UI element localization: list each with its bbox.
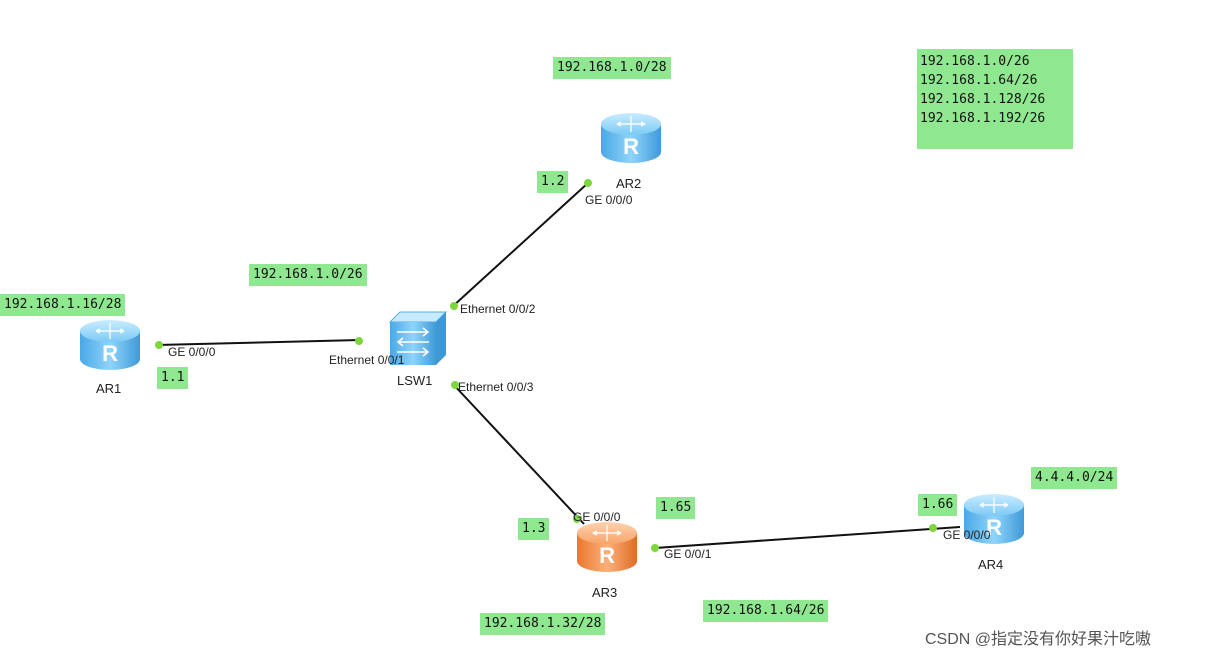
svg-text:R: R xyxy=(102,341,118,366)
note-ar3-ip-wan: 1.65 xyxy=(656,497,696,519)
router-icon: R xyxy=(601,113,661,163)
port-label-lsw1-e002: Ethernet 0/0/2 xyxy=(460,302,536,316)
port-dot-ar1-ge000 xyxy=(155,341,163,349)
port-label-ar4-ge000: GE 0/0/0 xyxy=(943,528,991,542)
note-ar1-ip: 1.1 xyxy=(157,367,189,389)
port-dot-lsw1-e002 xyxy=(450,302,458,310)
note-ar1-net: 192.168.1.16/28 xyxy=(0,294,126,316)
device-label-ar1: AR1 xyxy=(96,381,122,396)
link-ar3-ar4 xyxy=(654,526,961,549)
note-subnet-list: 192.168.1.0/26 192.168.1.64/26 192.168.1… xyxy=(917,49,1073,149)
note-ar2-ip: 1.2 xyxy=(537,171,569,193)
switch-lsw1[interactable] xyxy=(388,311,448,365)
port-dot-ar3-ge001 xyxy=(651,544,659,552)
link-ar1-lsw1 xyxy=(156,339,361,346)
port-dot-ar4-ge000 xyxy=(929,524,937,532)
note-ar3-net: 192.168.1.32/28 xyxy=(480,613,606,635)
router-ar4[interactable]: R xyxy=(964,494,1024,544)
note-wan-net: 192.168.1.64/26 xyxy=(703,600,829,622)
device-label-ar3: AR3 xyxy=(592,585,618,600)
port-label-ar3-ge001: GE 0/0/1 xyxy=(664,547,712,561)
port-dot-ar3-ge000 xyxy=(573,515,581,523)
note-top-center-net: 192.168.1.0/28 xyxy=(553,57,671,79)
svg-text:R: R xyxy=(986,515,1002,540)
port-label-ar3-ge000: GE 0/0/0 xyxy=(573,510,621,524)
port-dot-lsw1-e001 xyxy=(355,337,363,345)
link-lsw1-ar3 xyxy=(451,382,585,525)
port-label-ar1-ge000: GE 0/0/0 xyxy=(168,345,216,359)
router-ar2[interactable]: R xyxy=(601,113,661,163)
device-label-ar4: AR4 xyxy=(978,557,1004,572)
router-icon: R xyxy=(577,522,637,572)
device-label-ar2: AR2 xyxy=(616,176,642,191)
port-dot-lsw1-e003 xyxy=(451,381,459,389)
note-ar4-ip: 1.66 xyxy=(918,494,958,516)
router-ar1[interactable]: R xyxy=(80,320,140,370)
router-ar3[interactable]: R xyxy=(577,522,637,572)
port-label-lsw1-e001: Ethernet 0/0/1 xyxy=(329,353,405,367)
note-lan-net: 192.168.1.0/26 xyxy=(249,264,367,286)
note-ar4-net: 4.4.4.0/24 xyxy=(1031,467,1118,489)
device-label-lsw1: LSW1 xyxy=(397,373,433,388)
router-icon: R xyxy=(80,320,140,370)
port-dot-ar2-ge000 xyxy=(584,179,592,187)
watermark: CSDN @指定没有你好果汁吃嗷 xyxy=(925,631,1152,648)
port-label-ar2-ge000: GE 0/0/0 xyxy=(585,193,633,207)
switch-icon xyxy=(388,311,448,365)
port-label-lsw1-e003: Ethernet 0/0/3 xyxy=(458,380,534,394)
note-ar3-ip-lan: 1.3 xyxy=(518,518,550,540)
link-lsw1-ar2 xyxy=(451,182,589,308)
router-icon: R xyxy=(964,494,1024,544)
svg-text:R: R xyxy=(623,134,639,159)
svg-text:R: R xyxy=(599,543,615,568)
